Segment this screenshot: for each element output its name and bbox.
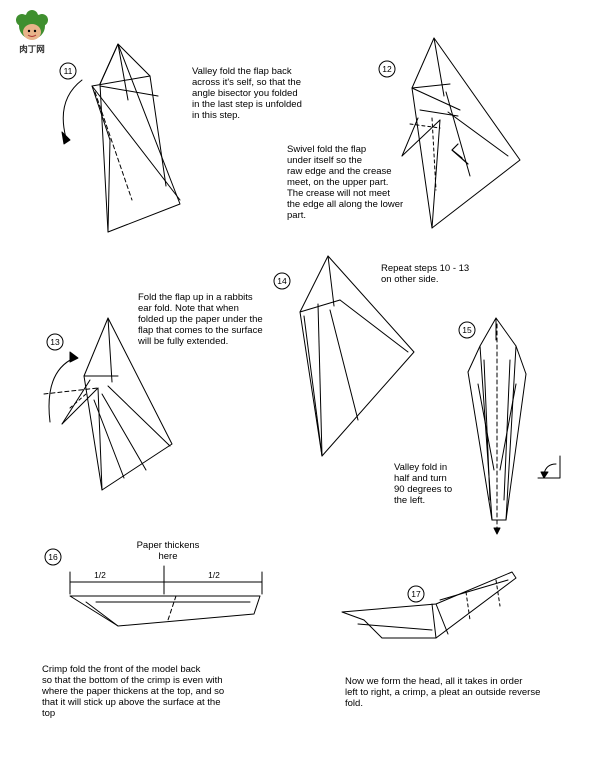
step-11-figure (59, 43, 181, 233)
step-14-figure (273, 255, 415, 457)
step-13-instructions: Fold the flap up in a rabbits ear fold. … (138, 292, 263, 347)
paper-thickens-label: Paper thickens here (136, 540, 200, 562)
logo-face-icon (23, 24, 41, 40)
step-11-instructions: Valley fold the flap back across it's se… (192, 66, 302, 121)
step-17-figure (341, 571, 517, 639)
step-15-figure (458, 317, 561, 535)
step-17-badge (407, 585, 425, 603)
step-14-badge (273, 272, 291, 290)
half-label-left: 1/2 (94, 570, 106, 580)
step-12-badge (378, 60, 396, 78)
step-15-number: 15 (462, 325, 472, 335)
step-17-number: 17 (411, 589, 421, 599)
step-16-number: 16 (48, 552, 58, 562)
step-16-badge (44, 548, 62, 566)
logo-text: 肉丁网 (19, 45, 45, 55)
step-13-number: 13 (50, 337, 60, 347)
step-11-badge (59, 62, 77, 80)
half-label-right: 1/2 (208, 570, 220, 580)
step-12-figure (378, 37, 521, 229)
step-15-instructions: Valley fold in half and turn 90 degrees … (394, 462, 453, 506)
step-12-number: 12 (382, 64, 392, 74)
step-12-instructions: Swivel fold the flap under itself so the… (287, 144, 404, 221)
step-17-instructions: Now we form the head, all it takes in or… (345, 676, 541, 709)
step-16-instructions: Crimp fold the front of the model back s… (42, 664, 225, 719)
step-14-instructions: Repeat steps 10 - 13 on other side. (381, 263, 470, 285)
step-16-figure (44, 548, 263, 627)
rotate-90-icon (537, 455, 561, 479)
site-logo (16, 10, 48, 40)
step-15-badge (458, 321, 476, 339)
step-11-number: 11 (64, 66, 73, 76)
step-13-figure (43, 317, 173, 491)
step-13-badge (46, 333, 64, 351)
step-14-number: 14 (277, 276, 287, 286)
